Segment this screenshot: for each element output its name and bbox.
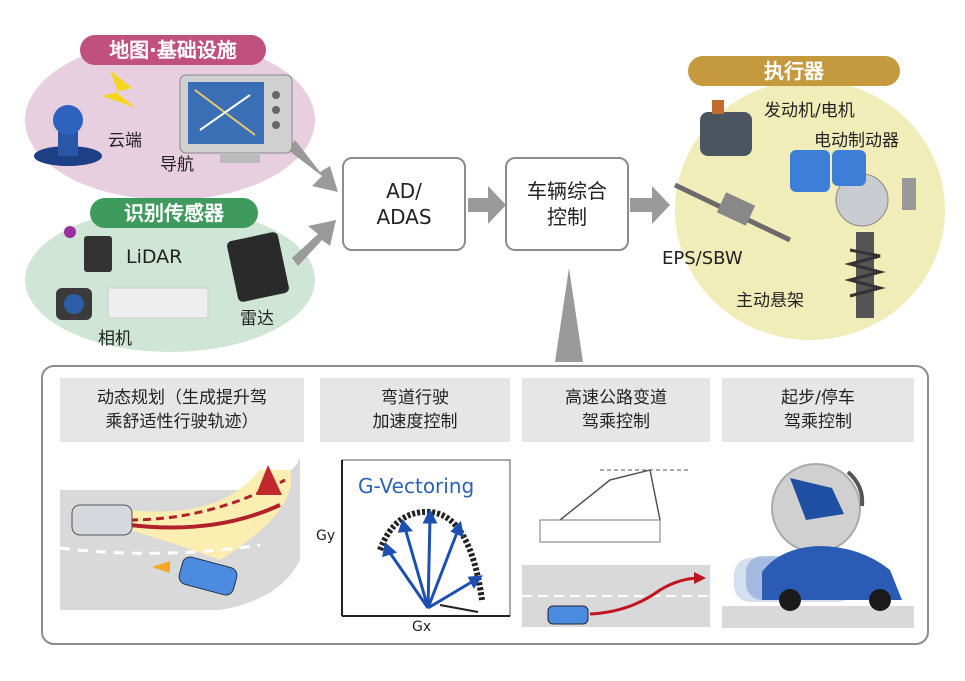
arrow-vehicle-to-panel [555, 268, 583, 362]
recognition-sensor-pill: 识别传感器 [90, 198, 258, 228]
camera-label: 相机 [98, 329, 132, 349]
arrow-sensor-to-ad [292, 220, 336, 266]
panel4-line1: 起步/停车 [781, 388, 855, 408]
start-stop-illustration [722, 463, 914, 628]
cloud-label: 云端 [108, 131, 142, 151]
radar-device-icon [227, 232, 289, 302]
panel1-line2: 乘舒适性行驶轨迹） [105, 412, 259, 432]
arrow-map-to-ad [288, 140, 338, 192]
steering-rack-icon [673, 182, 792, 243]
motor-icon [700, 100, 752, 156]
goal-cone-icon [256, 465, 282, 495]
lidar-device-icon [84, 236, 112, 272]
panel-dynamic-planning-title: 动态规划（生成提升驾 乘舒适性行驶轨迹） [60, 378, 304, 442]
panel-start-stop-title: 起步/停车 驾乘控制 [722, 378, 914, 442]
vehicle-control-line2: 控制 [547, 205, 587, 229]
point-cloud-image [107, 287, 209, 319]
panel2-line1: 弯道行驶 [381, 388, 449, 408]
gy-axis-label: Gy [316, 528, 336, 544]
arrow-vehicle-to-actuator [630, 186, 670, 224]
arrow-ad-to-vehicle [468, 186, 506, 224]
lane-car-icon [547, 605, 589, 625]
ad-adas-line2: ADAS [376, 205, 432, 229]
active-suspension-label: 主动悬架 [736, 291, 804, 311]
vehicle-control-line1: 车辆综合 [527, 179, 607, 203]
cloud-joystick-icon [34, 105, 102, 166]
panel-lane-change-title: 高速公路变道 驾乘控制 [522, 378, 710, 442]
camera-device-icon [56, 288, 92, 320]
foot-pedal-icon [790, 478, 844, 520]
panel3-line1: 高速公路变道 [565, 388, 667, 408]
suspension-icon [844, 232, 886, 318]
yellow-arrow-icon [152, 561, 170, 573]
car-silhouette-icon [762, 546, 902, 600]
g-vectoring-illustration [341, 459, 511, 617]
eps-sbw-label: EPS/SBW [662, 248, 743, 269]
dynamic-planning-illustration [59, 455, 300, 610]
engine-motor-label: 发动机/电机 [764, 101, 855, 121]
laser-icon [64, 226, 76, 238]
lidar-label: LiDAR [126, 246, 183, 268]
knuckle-icon [902, 178, 916, 210]
ad-adas-line1: AD/ [386, 179, 422, 203]
ego-car-icon [71, 504, 133, 536]
panel1-line1: 动态规划（生成提升驾 [97, 388, 267, 408]
electric-brake-label: 电动制动器 [814, 131, 899, 151]
navigation-device-icon [179, 74, 293, 163]
ad-adas-box: AD/ ADAS [342, 157, 466, 251]
other-car-icon [178, 556, 238, 596]
g-vectoring-title: G-Vectoring [358, 474, 475, 498]
panel2-line2: 加速度控制 [372, 412, 458, 432]
panel3-line2: 驾乘控制 [582, 412, 650, 432]
vehicle-integrated-control-box: 车辆综合 控制 [505, 157, 629, 251]
panel4-line2: 驾乘控制 [784, 412, 852, 432]
flow-arrows [288, 140, 670, 362]
gx-axis-label: Gx [412, 619, 432, 635]
map-infrastructure-pill: 地图·基础设施 [80, 35, 266, 65]
panel-curve-accel-title: 弯道行驶 加速度控制 [320, 378, 510, 442]
lightning-icon [102, 70, 136, 108]
actuator-pill: 执行器 [688, 56, 900, 86]
lane-change-illustration [522, 460, 710, 627]
radar-label: 雷达 [240, 309, 274, 329]
brake-caliper-icon [790, 150, 889, 227]
navigation-label: 导航 [160, 155, 194, 175]
